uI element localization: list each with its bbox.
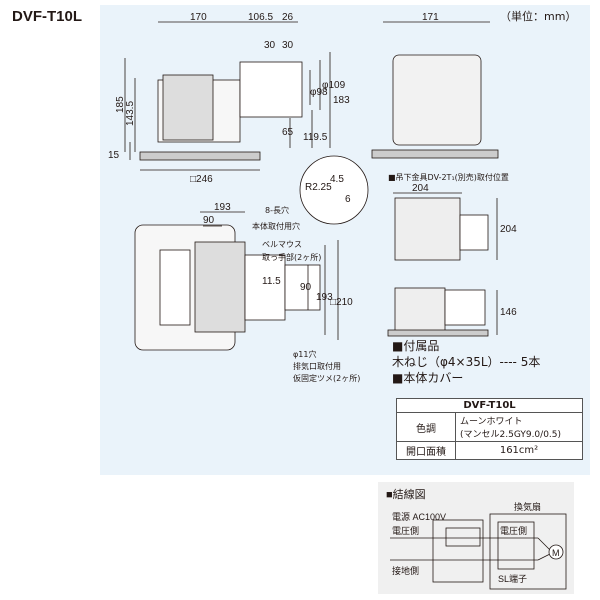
color-value: ムーンホワイト (460, 417, 523, 427)
area-label: 開口面積 (396, 441, 456, 460)
dim: φ109 (322, 80, 346, 91)
dim: 146 (500, 307, 517, 318)
color-sub: (マンセル2.5GY9.0/0.5) (460, 430, 562, 440)
dim: 30 (282, 40, 294, 51)
dim: 170 (190, 12, 207, 23)
dim: 26 (282, 12, 294, 23)
label: 排気口取付用 (293, 361, 341, 371)
terminal-label: SL端子 (498, 573, 527, 584)
ground-label: 接地側 (392, 565, 419, 576)
label: φ11穴 (293, 349, 316, 359)
dim: 185 (115, 96, 126, 113)
dim: 204 (412, 183, 429, 194)
dim: 4.5 (330, 174, 344, 185)
label: 取っ手部(2ヶ所) (262, 252, 321, 262)
dim: 6 (345, 194, 351, 205)
dim: 193 (316, 292, 333, 303)
dim: 183 (333, 95, 350, 106)
label: 仮固定ツメ(2ヶ所) (293, 373, 360, 383)
dim: 65 (282, 127, 294, 138)
dim: 15 (108, 150, 120, 161)
top-view (134, 211, 339, 351)
color-label: 色調 (396, 412, 456, 442)
dim: 30 (264, 40, 276, 51)
hanger-heading: ■吊下金具DV-2T₁(別売)取付位置 (388, 172, 509, 182)
fan-live-label: 電圧側 (500, 525, 527, 536)
label: 本体取付用穴 (252, 221, 300, 231)
power-label: 電源 AC100V (392, 512, 446, 522)
detail-circle (299, 155, 369, 225)
wiring-heading: ■結線図 (386, 487, 426, 501)
accessories: ■付属品 木ねじ（φ4×35L）---- 5本 ■本体カバー (392, 338, 540, 386)
side-view (124, 21, 331, 171)
front-view (371, 21, 499, 159)
label: 8-長穴 (265, 205, 289, 215)
fan-label: 換気扇 (514, 501, 541, 512)
accessories-heading: ■付属品 (392, 339, 440, 353)
dim: 171 (422, 12, 439, 23)
dim: □210 (330, 297, 353, 308)
dim: R2.25 (305, 182, 332, 193)
dim: 204 (500, 224, 517, 235)
dim: 119.5 (303, 132, 328, 143)
area-value: 161cm² (455, 441, 583, 460)
dim: 90 (300, 282, 312, 293)
dim: 193 (214, 202, 231, 213)
dim: 90 (203, 215, 215, 226)
cover-table: DVF-T10L 色調 ムーンホワイト (マンセル2.5GY9.0/0.5) 開口… (396, 398, 583, 460)
accessories-item: 木ねじ（φ4×35L）---- 5本 (392, 355, 541, 369)
dim: 143.5 (125, 101, 136, 126)
cover-model: DVF-T10L (396, 398, 583, 413)
cover-heading: ■本体カバー (392, 371, 464, 385)
label: ベルマウス (262, 240, 302, 249)
unit-label: （単位：mm） (500, 10, 577, 23)
dim: 106.5 (248, 12, 273, 23)
live-label: 電圧側 (392, 525, 419, 536)
motor-label: M (552, 548, 560, 558)
wiring-diagram: ■結線図 電源 AC100V 換気扇 電圧側 接地側 電圧側 M SL端子 (378, 482, 574, 594)
dim: 11.5 (262, 276, 281, 287)
dim: φ98 (310, 87, 328, 98)
dim: □246 (190, 174, 213, 185)
hanger-view (387, 192, 498, 337)
model-title: DVF-T10L (12, 8, 83, 25)
